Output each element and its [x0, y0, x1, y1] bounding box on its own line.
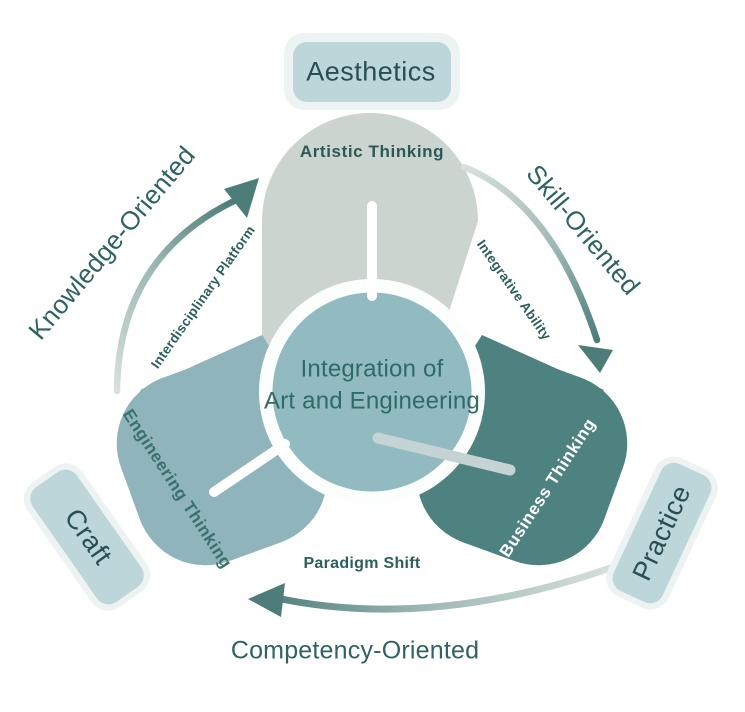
center-title: Integration of Art and Engineering [264, 354, 480, 419]
knowledge-arrow-head [224, 178, 259, 218]
competency-arrow-curve [268, 562, 620, 613]
skill-arrow-curve [460, 163, 601, 344]
spoke-left [209, 439, 290, 497]
competency-arrow-head [248, 583, 285, 617]
knowledge-arrow-curve [113, 197, 238, 395]
aesthetics-label: Aesthetics [306, 56, 436, 87]
competency-oriented-label: Competency-Oriented [230, 636, 480, 665]
artistic-thinking-label: Artistic Thinking [299, 142, 445, 161]
paradigm-shift-label: Paradigm Shift [303, 555, 421, 572]
practice-box [612, 462, 712, 604]
center-title-line1: Integration of [300, 355, 444, 383]
center-circle [272, 292, 472, 492]
center-title-line2: Art and Engineering [264, 388, 480, 415]
skill-arrow-head [578, 345, 613, 373]
spoke-right [372, 432, 516, 476]
aesthetics-box [293, 42, 451, 102]
craft-box [30, 469, 144, 605]
